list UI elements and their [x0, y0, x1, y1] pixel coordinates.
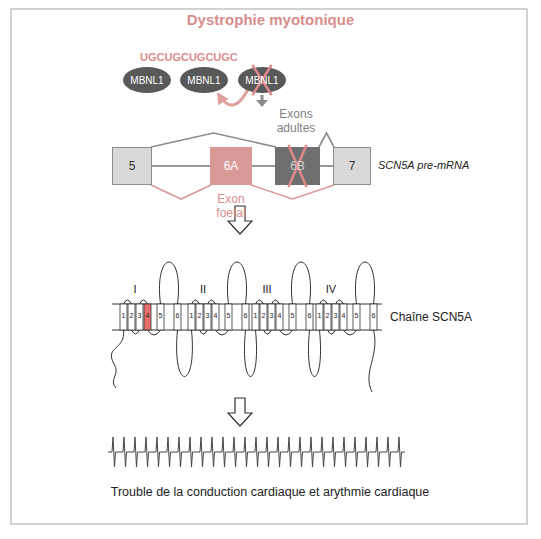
segment-number: 2: [128, 312, 135, 320]
annotation: Exons adultes: [270, 108, 322, 136]
transmembrane-segment: [242, 304, 249, 330]
segment-number: 5: [157, 312, 164, 320]
segment-number: 4: [276, 312, 283, 320]
oval: [123, 67, 171, 93]
transmembrane-segment: [340, 304, 347, 330]
chain-loops: [111, 262, 375, 392]
segment-number: 2: [260, 312, 267, 320]
node-label: MBNL1: [187, 75, 220, 86]
transmembrane-segment: [324, 304, 331, 330]
transmembrane-segment: [144, 304, 151, 330]
transmembrane-segment: [353, 304, 360, 330]
transmembrane-segment: [157, 304, 164, 330]
node-label: 6B: [290, 159, 305, 173]
exon-box: 6B: [275, 147, 320, 185]
protein-oval: MBNL1: [238, 67, 286, 93]
splice-line: [251, 185, 334, 199]
transmembrane-segment: [174, 304, 181, 330]
segment-number: 4: [212, 312, 219, 320]
title: Dystrophie myotonique: [0, 11, 541, 28]
segment-number: 1: [120, 312, 127, 320]
transmembrane-segment: [196, 304, 203, 330]
segment-number: 6: [174, 312, 181, 320]
ecg-trace: [108, 437, 405, 467]
transmembrane-segment: [225, 304, 232, 330]
segment-number: 1: [188, 312, 195, 320]
transmembrane-segment: [204, 304, 211, 330]
transmembrane-segment: [120, 304, 127, 330]
protein-oval: MBNL1: [123, 67, 171, 93]
protein-chain: [111, 262, 377, 392]
segment-number: 6: [306, 312, 313, 320]
segment-number: 1: [252, 312, 259, 320]
domain-label: I: [120, 283, 150, 296]
segment-number: 3: [136, 312, 143, 320]
transmembrane-segment: [332, 304, 339, 330]
down-arrow-head: [256, 100, 268, 107]
box: [334, 148, 371, 185]
transmembrane-segment: [136, 304, 143, 330]
transmembrane-segment: [252, 304, 259, 330]
domain-label: IV: [316, 283, 346, 296]
splice-line: [152, 166, 210, 167]
transmembrane-segment: [289, 304, 296, 330]
molecule-label: SCN5A pre-mRNA: [378, 159, 469, 172]
segment-number: 5: [353, 312, 360, 320]
exon-box: 6A: [210, 147, 252, 185]
segment-number: 1: [316, 312, 323, 320]
cross-mark: [289, 145, 307, 187]
transmembrane-segment: [370, 304, 377, 330]
box: [113, 148, 152, 185]
exon-box: 5: [112, 147, 152, 185]
transmembrane-segment: [316, 304, 323, 330]
node-label: 5: [129, 159, 136, 173]
segment-number: 4: [144, 312, 151, 320]
node-label: MBNL1: [130, 75, 163, 86]
splice-line: [252, 166, 275, 167]
annotation: Exon foetal: [205, 193, 257, 221]
molecule-label: Chaîne SCN5A: [390, 311, 472, 325]
oval: [238, 67, 286, 93]
segment-number: 2: [324, 312, 331, 320]
segment-number: 5: [289, 312, 296, 320]
domain-label: III: [252, 283, 282, 296]
node-label: 6A: [224, 159, 239, 173]
domain-label: II: [188, 283, 218, 296]
protein-oval: MBNL1: [180, 67, 228, 93]
segment-number: 3: [268, 312, 275, 320]
block-arrow: [228, 398, 252, 426]
sequence-label: UGCUGCUGCUGC: [140, 51, 238, 64]
transmembrane-segment: [260, 304, 267, 330]
segment-number: 6: [370, 312, 377, 320]
splice-line: [151, 185, 211, 199]
caption: Trouble de la conduction cardiaque et ar…: [20, 485, 520, 499]
splice-line: [151, 133, 276, 147]
transmembrane-segment: [306, 304, 313, 330]
transmembrane-segment: [276, 304, 283, 330]
segment-number: 4: [340, 312, 347, 320]
box: [276, 148, 320, 185]
box: [211, 148, 252, 185]
splice-line: [320, 166, 333, 167]
exon-box: 7: [333, 147, 371, 185]
segment-number: 5: [225, 312, 232, 320]
node-label: 7: [349, 159, 356, 173]
segment-number: 3: [204, 312, 211, 320]
segment-number: 3: [332, 312, 339, 320]
transmembrane-segment: [268, 304, 275, 330]
binding-arrow: [218, 90, 247, 105]
segment-number: 6: [242, 312, 249, 320]
node-label: MBNL1: [245, 75, 278, 86]
oval: [180, 67, 228, 93]
transmembrane-segment: [128, 304, 135, 330]
frame: [11, 9, 527, 524]
transmembrane-segment: [188, 304, 195, 330]
transmembrane-segment: [212, 304, 219, 330]
splice-line: [319, 133, 334, 147]
segment-number: 2: [196, 312, 203, 320]
